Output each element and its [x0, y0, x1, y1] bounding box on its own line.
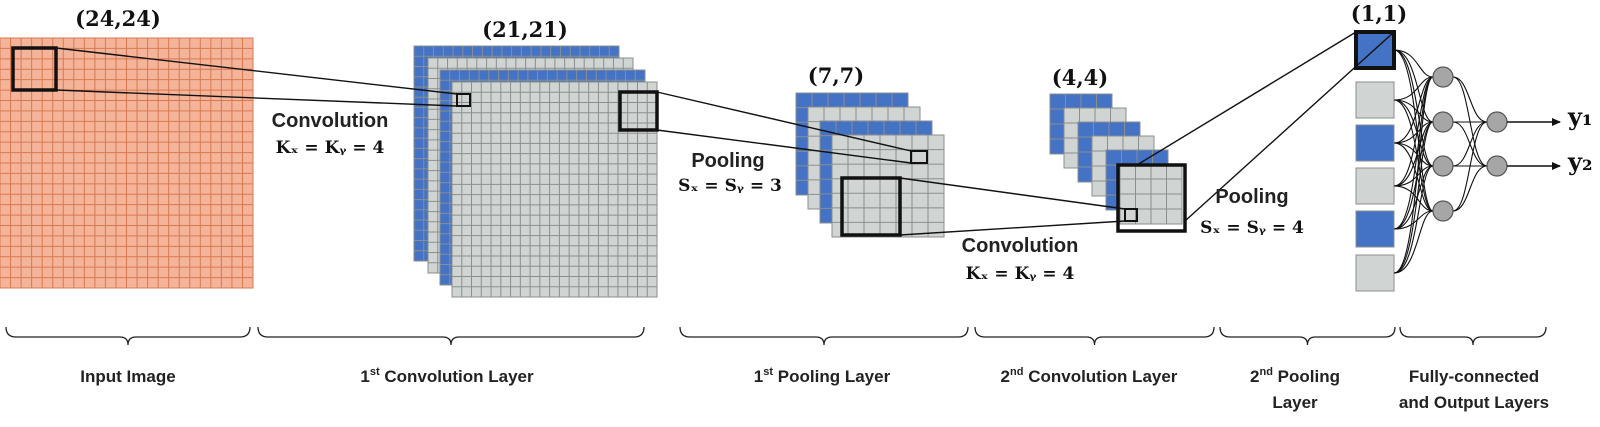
fc-edge-in-1-2 — [1393, 49, 1434, 123]
connection-line-5 — [899, 177, 1126, 210]
conv2-dim-label: (4,4) — [1052, 65, 1108, 90]
pool2-unit-3 — [1355, 124, 1395, 162]
pool2-unit-6 — [1355, 254, 1395, 292]
output-y1-label: y₁ — [1567, 102, 1592, 131]
fc-edge-in-6-1 — [1393, 76, 1434, 274]
output-node-1 — [1486, 111, 1508, 133]
pool2-unit-4 — [1355, 167, 1395, 205]
input-dim-label: (24,24) — [75, 6, 161, 31]
conv1-op-title: Convolution — [272, 110, 389, 132]
fc-edge-in-3-1 — [1393, 76, 1434, 144]
pool2-dim-label: (1,1) — [1351, 1, 1407, 26]
section-label-fc-line2: and Output Layers — [1399, 393, 1549, 412]
section-brace-6 — [1399, 326, 1547, 346]
connection-line-6 — [899, 220, 1126, 236]
connection-line-2 — [55, 89, 458, 107]
pool1-op-param: Sₓ = Sᵧ = 3 — [678, 176, 782, 196]
conv1-op-param: Kₓ = Kᵧ = 4 — [276, 138, 385, 158]
input-kernel-window — [11, 46, 58, 92]
conv1-feature-map-4 — [451, 81, 658, 298]
conv1-pool-window — [618, 90, 659, 132]
section-brace-1 — [5, 326, 251, 346]
conv1-dim-label: (21,21) — [482, 17, 568, 42]
section-brace-4 — [974, 326, 1215, 346]
connection-line-3 — [656, 91, 912, 152]
pool1-output-cell — [910, 150, 928, 164]
section-label-conv1: 1st Convolution Layer — [360, 366, 534, 386]
input-image-grid — [0, 37, 254, 289]
connection-line-8 — [1184, 31, 1395, 222]
hidden-node-1 — [1432, 66, 1454, 88]
section-brace-3 — [679, 326, 969, 346]
output-node-2 — [1486, 155, 1508, 177]
conv2-pool-window — [1116, 163, 1187, 233]
pool2-op-title: Pooling — [1215, 186, 1288, 208]
conv1-output-cell — [456, 93, 471, 107]
hidden-node-2 — [1432, 111, 1454, 133]
conv2-feature-map-6-grid — [1120, 164, 1182, 224]
connection-line-1 — [55, 47, 458, 95]
hidden-node-3 — [1432, 155, 1454, 177]
section-brace-2 — [257, 326, 645, 346]
receptive-field-lines — [55, 31, 1395, 236]
section-braces — [5, 326, 1547, 346]
fc-edge-in-1-1 — [1393, 49, 1434, 78]
input-image-grid-grid — [0, 38, 253, 288]
conv2-feature-map-6 — [1119, 163, 1183, 225]
connection-line-7 — [1136, 31, 1357, 166]
section-brace-5 — [1219, 326, 1396, 346]
pool1-dim-label: (7,7) — [808, 63, 864, 88]
fc-edge-hid-3-1 — [1452, 121, 1488, 167]
conv1-feature-map-4-fill — [451, 81, 658, 298]
layers — [0, 30, 1396, 298]
conv2-op-title: Convolution — [962, 235, 1079, 257]
pool1-kernel-window — [840, 176, 902, 237]
pool2-op-param: Sₓ = Sᵧ = 4 — [1200, 218, 1304, 238]
fc-edge-hid-1-1 — [1452, 76, 1488, 123]
section-label-pool2: 2nd Pooling — [1250, 366, 1340, 386]
hidden-node-4 — [1432, 200, 1454, 222]
section-label-input-image: Input Image — [80, 367, 175, 386]
section-label-conv2: 2nd Convolution Layer — [1001, 366, 1178, 386]
pool2-unit-2 — [1355, 81, 1395, 119]
pool1-op-title: Pooling — [691, 150, 764, 172]
conv2-op-param: Kₓ = Kᵧ = 4 — [966, 264, 1075, 284]
connection-line-4 — [656, 129, 912, 164]
fc-edge-in-1-3 — [1393, 49, 1434, 167]
output-y2-label: y₂ — [1567, 147, 1592, 176]
section-label-pool2-line2: Layer — [1272, 393, 1318, 412]
fc-edge-in-6-2 — [1393, 121, 1434, 274]
fully-connected-network — [1393, 49, 1561, 274]
conv2-output-cell — [1124, 208, 1138, 222]
fc-edge-in-6-3 — [1393, 165, 1434, 274]
conv1-feature-map-4-grid — [452, 82, 657, 297]
fc-edge-in-6-4 — [1393, 210, 1434, 274]
fc-edge-hid-4-2 — [1452, 165, 1488, 212]
section-label-fc: Fully-connected — [1409, 367, 1539, 386]
pool2-unit-5 — [1355, 210, 1395, 248]
section-label-pool1: 1st Pooling Layer — [754, 366, 891, 386]
fc-edge-hid-4-1 — [1452, 121, 1488, 212]
